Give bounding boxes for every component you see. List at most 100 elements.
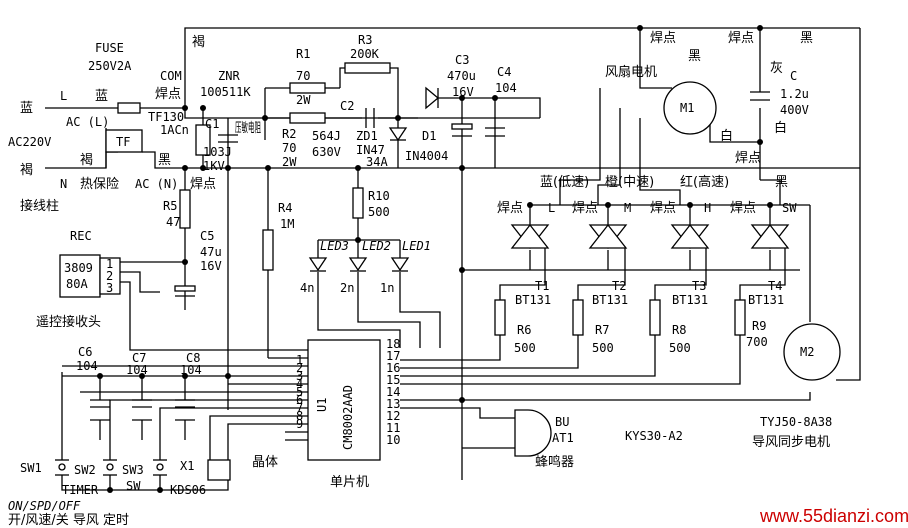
solder-n-label: 焊点 [190, 176, 216, 192]
ic-pin-right: 16 [386, 361, 400, 375]
ac-l-label: AC (L) [66, 115, 109, 129]
speed-high-label: 红(高速) [680, 174, 729, 190]
ic-pin-right: 12 [386, 409, 400, 423]
ic-pin-left: 4 [296, 377, 303, 391]
tf130-label: TF130 [148, 110, 184, 124]
resistor-r1 [289, 82, 326, 94]
c-value: 1.2u [780, 87, 809, 101]
ic-pin-right: 13 [386, 397, 400, 411]
com-label: COM [160, 69, 182, 83]
c-voltage: 400V [780, 103, 809, 117]
pin-h-label: H [704, 201, 711, 215]
rec-receiver [59, 254, 121, 298]
c2-value: 564J [312, 129, 341, 143]
remote-receiver-label: 遥控接收头 [36, 314, 101, 330]
u1-label: U1 [315, 398, 329, 412]
ic-pin-right: 10 [386, 433, 400, 447]
fuse-rating: 250V2A [88, 59, 132, 73]
com-solder-label: 焊点 [155, 86, 181, 102]
t4-value: BT131 [748, 293, 784, 307]
c5-voltage: 16V [200, 259, 222, 273]
sw3-label: SW3 [122, 463, 144, 477]
solder-l-label: 焊点 [497, 200, 523, 216]
fan-motor-label: 风扇电机 [605, 64, 657, 80]
sw2-label: SW2 [74, 463, 96, 477]
wire-color-brown-top: 褐 [192, 35, 205, 50]
m2-label: M2 [800, 345, 814, 359]
r5-label: R5 [163, 199, 177, 213]
r9-label: R9 [752, 319, 766, 333]
kys-label: KYS30-A2 [625, 429, 683, 443]
t3-label: T3 [692, 279, 706, 293]
ic-pin-left: 2 [296, 361, 303, 375]
solder-label-3: 焊点 [735, 150, 761, 166]
capacitor-c8 [175, 399, 195, 408]
capacitor-c1 [218, 134, 238, 143]
buzzer [514, 409, 552, 457]
motor-m2 [783, 323, 841, 381]
c1-extra-label: 1ACn [160, 123, 189, 137]
led3-label: LED3 [320, 239, 349, 253]
ic-pin-left: 7 [296, 401, 303, 415]
speed-low-label: 蓝(低速) [540, 175, 589, 190]
terminal-l: L [60, 89, 67, 103]
pin-l-label: L [548, 201, 555, 215]
resistor-r7 [572, 299, 584, 336]
ic-pin-right: 17 [386, 349, 400, 363]
t4-label: T4 [768, 279, 782, 293]
mcu-label: 单片机 [330, 475, 369, 490]
c4-value: 104 [495, 81, 517, 95]
r1-power: 2W [296, 93, 311, 107]
r1-label: R1 [296, 47, 310, 61]
ic-pin-left: 3 [296, 369, 303, 383]
speed-mid-label: 橙(中速) [605, 175, 654, 190]
crystal-label: 晶体 [252, 455, 278, 470]
r10-label: R10 [368, 189, 390, 203]
resistor-r9 [734, 299, 746, 336]
znr-varistor [195, 124, 211, 156]
r3-value: 200K [350, 47, 380, 61]
r4-label: R4 [278, 201, 292, 215]
labels: FUSE 250V2A 蓝 L 蓝 AC (L) TF130 AC220V TF… [8, 30, 908, 528]
ic-pin-right: 11 [386, 421, 400, 435]
crystal-x1 [207, 459, 231, 481]
solder-label-2: 焊点 [728, 30, 754, 46]
switch-sw2 [103, 459, 117, 476]
zd1-label: ZD1 [356, 129, 378, 143]
bottom-label-cn: 开/风速/关 导风 定时 [8, 513, 129, 528]
ic-pin-left: 8 [296, 409, 303, 423]
ic-pin-right: 14 [386, 385, 400, 399]
c1-voltage: 1KV [203, 159, 225, 173]
rec-pin-1: 1 [106, 257, 113, 271]
ic-u1 [307, 339, 381, 461]
led1-label: LED1 [402, 239, 431, 253]
pin-sw-label: SW [782, 201, 797, 215]
wire-color-blue-mid: 蓝 [95, 89, 108, 104]
x1-part: KDS06 [170, 483, 206, 497]
wire-color-white-1: 白 [720, 128, 733, 144]
ic-pin-left: 6 [296, 393, 303, 407]
r5-value: 47 [166, 215, 180, 229]
motor-m1 [663, 81, 717, 135]
sync-motor-part: TYJ50-8A38 [760, 415, 832, 429]
sw-label: SW [126, 479, 141, 493]
led3 [308, 257, 328, 272]
wire-color-blue-left: 蓝 [20, 101, 33, 116]
led3-part-label: 4n [300, 281, 314, 295]
t1-label: T1 [535, 279, 549, 293]
wire-color-brown-left: 褐 [20, 163, 33, 178]
capacitor-c5 [174, 285, 196, 297]
c1-label: C1 [205, 117, 219, 131]
r6-label: R6 [517, 323, 531, 337]
rec-label: REC [70, 229, 92, 243]
r2-label: R2 [282, 127, 296, 141]
u1-part-label: CM8002AAD [341, 385, 355, 450]
c6-value: 104 [76, 359, 98, 373]
t3-value: BT131 [672, 293, 708, 307]
x1-label: X1 [180, 459, 194, 473]
solder-m-label: 焊点 [572, 200, 598, 216]
r7-label: R7 [595, 323, 609, 337]
c4-label: C4 [497, 65, 511, 79]
zd1-value2: 34A [366, 155, 388, 169]
